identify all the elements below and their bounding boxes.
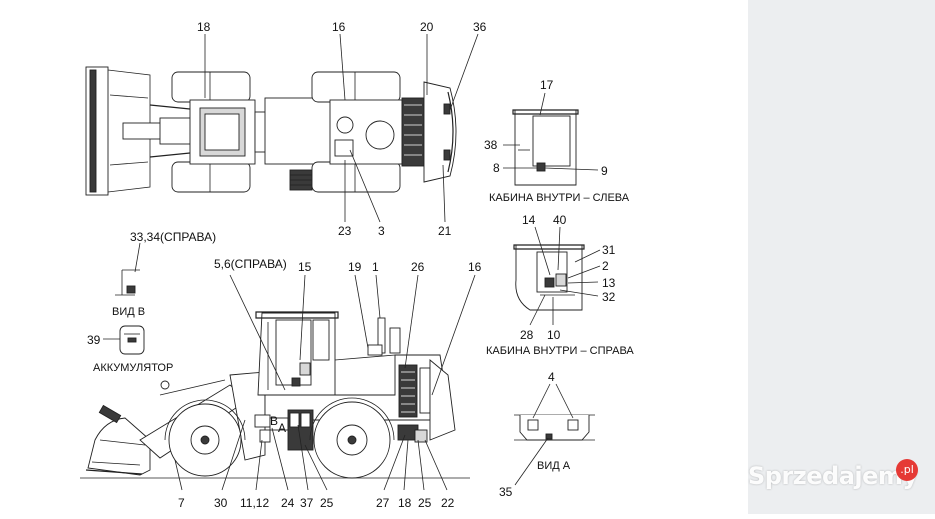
callout-21: 21 xyxy=(438,224,452,238)
callout-16: 16 xyxy=(332,20,346,34)
callout-14: 14 xyxy=(522,213,536,227)
callout-35: 35 xyxy=(499,485,513,499)
callout-25-rear: 25 xyxy=(418,496,432,510)
callout-9: 9 xyxy=(601,164,608,178)
callout-22: 22 xyxy=(441,496,455,510)
callout-28: 28 xyxy=(520,328,534,342)
view-b-caption: ВИД B xyxy=(112,306,145,318)
battery-caption: АККУМУЛЯТОР xyxy=(93,362,173,374)
callout-7: 7 xyxy=(178,496,185,510)
callout-18-side: 18 xyxy=(398,496,412,510)
callout-38: 38 xyxy=(484,138,498,152)
cab-left-caption: КАБИНА ВНУТРИ – СЛЕВА xyxy=(489,192,630,204)
mark-b: B xyxy=(270,414,278,428)
view-a-drawing xyxy=(514,414,595,441)
cab-right-drawing xyxy=(513,244,585,311)
callout-16-side: 16 xyxy=(468,260,482,274)
callout-3: 3 xyxy=(378,224,385,238)
callout-36: 36 xyxy=(473,20,487,34)
mark-a: A xyxy=(278,421,286,435)
callout-13: 13 xyxy=(602,276,616,290)
top-view-loader xyxy=(85,66,457,196)
top-view-leaders xyxy=(204,33,479,223)
watermark-badge: .pl xyxy=(896,459,918,481)
callout-40: 40 xyxy=(553,213,567,227)
callout-20: 20 xyxy=(420,20,434,34)
callout-11-12: 11,12 xyxy=(240,496,269,510)
view-b-drawing xyxy=(115,269,140,296)
callout-4: 4 xyxy=(548,370,555,384)
callout-19: 19 xyxy=(348,260,362,274)
cab-right-caption: КАБИНА ВНУТРИ – СПРАВА xyxy=(486,345,634,357)
callout-5-6: 5,6(СПРАВА) xyxy=(214,257,287,271)
callout-32: 32 xyxy=(602,290,616,304)
callout-23: 23 xyxy=(338,224,352,238)
view-a-caption: ВИД A xyxy=(537,460,571,472)
callout-8: 8 xyxy=(493,161,500,175)
watermark-text: Sprzedajemy xyxy=(748,462,918,490)
cab-left-drawing xyxy=(512,109,579,186)
callout-2: 2 xyxy=(602,259,609,273)
side-view-loader: HYUNDAI xyxy=(80,311,470,479)
callout-39: 39 xyxy=(87,333,101,347)
side-view-leaders xyxy=(174,274,476,491)
side-panel xyxy=(748,0,935,514)
callout-31: 31 xyxy=(602,243,616,257)
callout-30: 30 xyxy=(214,496,228,510)
battery-drawing xyxy=(119,325,145,355)
callout-10: 10 xyxy=(547,328,561,342)
callout-27: 27 xyxy=(376,496,390,510)
callout-26: 26 xyxy=(411,260,425,274)
callout-15: 15 xyxy=(298,260,312,274)
callout-24: 24 xyxy=(281,496,295,510)
callout-18: 18 xyxy=(197,20,211,34)
callout-1: 1 xyxy=(372,260,379,274)
callout-25: 25 xyxy=(320,496,334,510)
callout-37: 37 xyxy=(300,496,314,510)
callout-33-34: 33,34(СПРАВА) xyxy=(130,230,216,244)
callout-17: 17 xyxy=(540,78,554,92)
